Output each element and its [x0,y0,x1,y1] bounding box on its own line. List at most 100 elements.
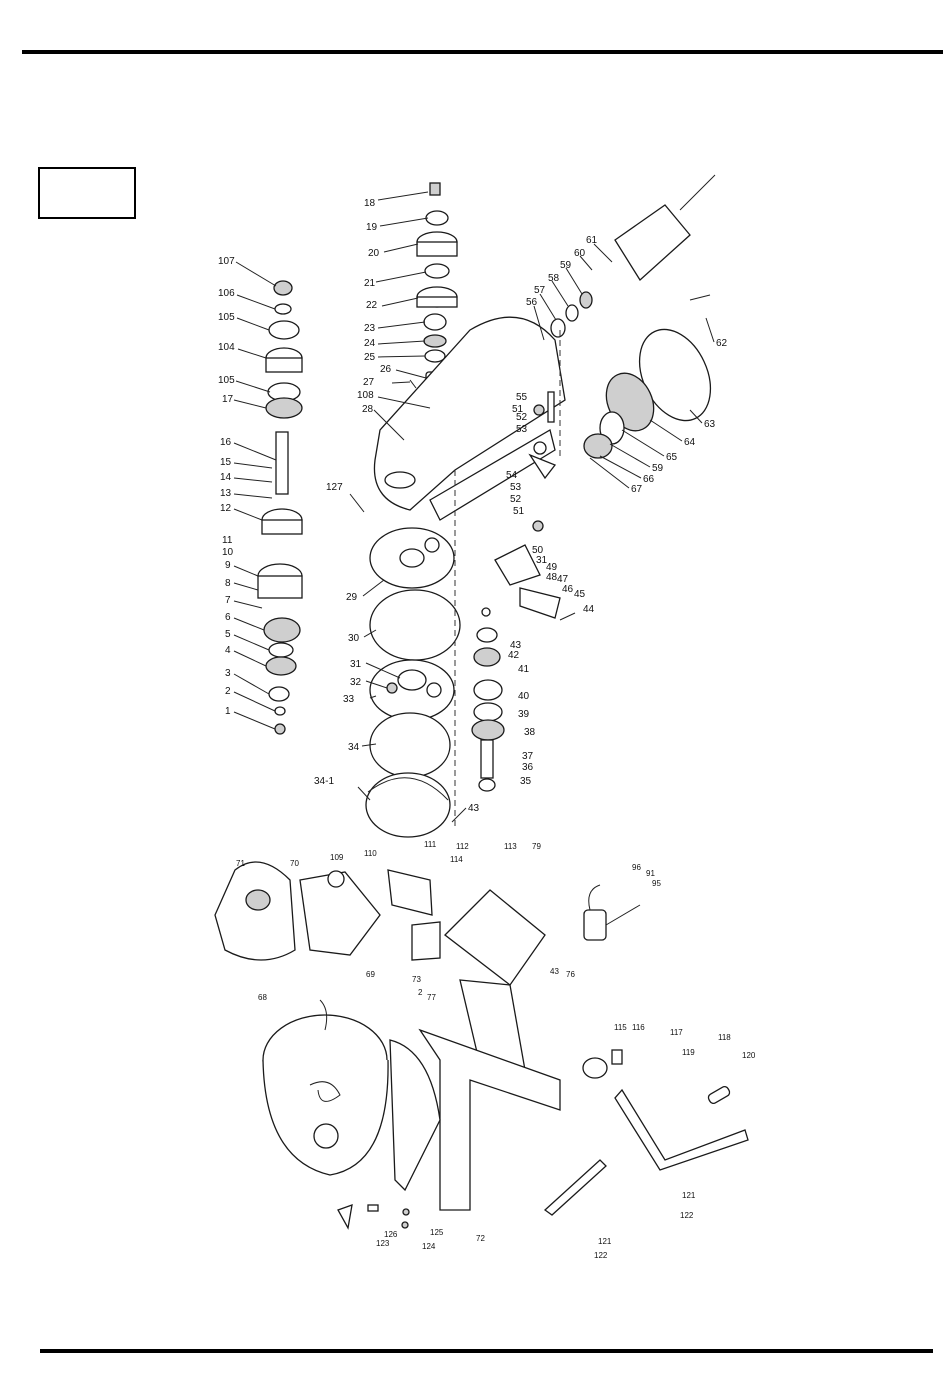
part-51a [533,404,545,416]
callout-43c: 43 [550,967,559,976]
callout-51b: 51 [513,506,525,517]
part-17 [265,397,303,419]
callout-122b: 122 [594,1251,608,1260]
part-31 [397,669,427,691]
callout-109: 109 [330,853,344,862]
part-23 [423,313,447,331]
callout-62: 62 [716,338,728,349]
part-3 [268,686,290,702]
part-71-hub [245,889,271,911]
part-115 [582,1057,608,1079]
callout-3: 3 [225,668,231,679]
callout-112: 112 [456,842,469,851]
part-27 [409,379,417,389]
callout-39: 39 [518,709,530,720]
part-62-bolt [689,294,711,301]
callout-2: 2 [225,686,231,697]
callout-108: 108 [357,390,374,401]
part-124 [401,1221,409,1229]
callout-5: 5 [225,629,231,640]
part-34-1 [365,772,451,838]
callout-31a: 31 [536,555,548,566]
callout-67: 67 [631,484,643,495]
part-104-body [265,357,303,373]
part-116 [611,1049,623,1065]
bowl-foot [313,1123,339,1149]
part-6 [263,617,301,643]
motor-assembly [550,174,716,460]
callout-43b: 43 [510,640,522,651]
callout-46: 46 [562,584,574,595]
callout-68: 68 [258,993,267,1002]
part-8-body [257,575,303,599]
part-105 [268,320,300,340]
part-22-body [416,296,458,308]
callout-24: 24 [364,338,376,349]
callout-111: 111 [424,840,437,849]
callout-9: 9 [225,560,231,571]
callout-76: 76 [566,970,575,979]
part-110 [387,869,433,916]
callout-10: 10 [222,547,234,558]
part-106 [274,303,292,315]
attachments [214,861,381,961]
callout-91: 91 [646,869,655,878]
part-96-wire [588,884,601,911]
callout-44: 44 [583,604,595,615]
callout-114: 114 [450,855,463,864]
callout-58: 58 [548,273,560,284]
part-50 [494,544,541,586]
callout-107: 107 [218,256,235,267]
left-shaft-stack [257,280,303,735]
callout-2b: 2 [418,988,423,997]
callout-37: 37 [522,751,534,762]
bowl-plates [365,470,461,838]
part-29-boss [424,537,440,553]
callout-30: 30 [348,633,360,644]
callout-48: 48 [546,572,558,583]
callout-14: 14 [220,472,232,483]
right-shaft-stack [471,607,505,792]
callout-53b: 53 [510,482,522,493]
part-30 [369,589,461,661]
callout-8: 8 [225,578,231,589]
callout-22: 22 [366,300,378,311]
leader-lines [233,191,715,823]
callout-55: 55 [516,392,528,403]
callout-106: 106 [218,288,235,299]
callout-35: 35 [520,776,532,787]
callout-36: 36 [522,762,534,773]
callout-127: 127 [326,482,343,493]
callout-105a: 105 [218,312,235,323]
mixing-bowl [262,999,389,1176]
callout-43a: 43 [468,803,480,814]
bowl-swirl [309,1081,341,1102]
part-24 [423,334,447,348]
motor-body [614,204,691,282]
motor-shaft [679,174,716,211]
gear-housing [373,316,566,521]
callout-7: 7 [225,595,231,606]
part-120 [707,1085,731,1105]
part-123 [337,1204,353,1230]
part-19 [425,210,449,226]
callout-116: 116 [632,1023,645,1032]
part-59a [579,291,593,309]
part-69-hook [319,999,328,1031]
callout-29: 29 [346,592,358,603]
callout-121a: 121 [682,1191,696,1200]
callout-51a: 51 [512,404,524,415]
callout-28: 28 [362,404,374,415]
callout-27: 27 [363,377,375,388]
part-33-boss [426,682,442,698]
part-36-shaft [480,739,494,779]
column-base [387,869,561,1211]
callout-15: 15 [220,457,232,468]
part-126 [367,1204,379,1212]
callout-71: 71 [236,859,245,868]
part-70-ring [327,870,345,888]
callout-42: 42 [508,650,520,661]
part-54 [528,453,557,480]
part-107 [273,280,293,296]
